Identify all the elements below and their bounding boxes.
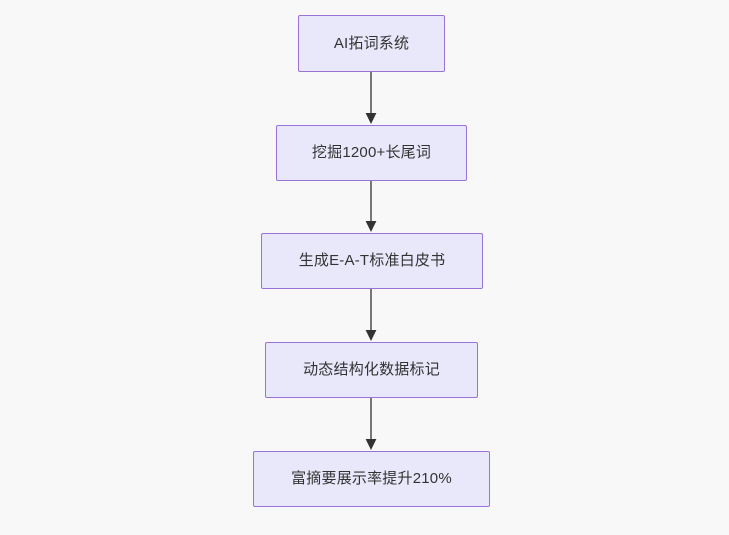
flow-node-label: 动态结构化数据标记 [303,361,440,378]
connector-node1-to-node2 [361,72,381,125]
connector-node2-to-node3 [361,181,381,233]
connector-node3-to-node4 [361,289,381,342]
flow-node-dynamic-structured-data-markup[interactable]: 动态结构化数据标记 [265,342,478,398]
flow-node-label: 挖掘1200+长尾词 [311,144,432,161]
connector-node4-to-node5 [361,398,381,451]
flow-node-rich-snippet-impression-lift[interactable]: 富摘要展示率提升210% [253,451,490,507]
flow-node-ai-keyword-system[interactable]: AI拓词系统 [298,15,445,72]
flow-node-mine-longtail-keywords[interactable]: 挖掘1200+长尾词 [276,125,467,181]
flow-node-label: AI拓词系统 [333,34,410,52]
flow-node-label: 富摘要展示率提升210% [291,470,452,487]
flow-node-generate-eat-whitepaper[interactable]: 生成E-A-T标准白皮书 [261,233,483,289]
flow-node-label: 生成E-A-T标准白皮书 [298,252,446,269]
